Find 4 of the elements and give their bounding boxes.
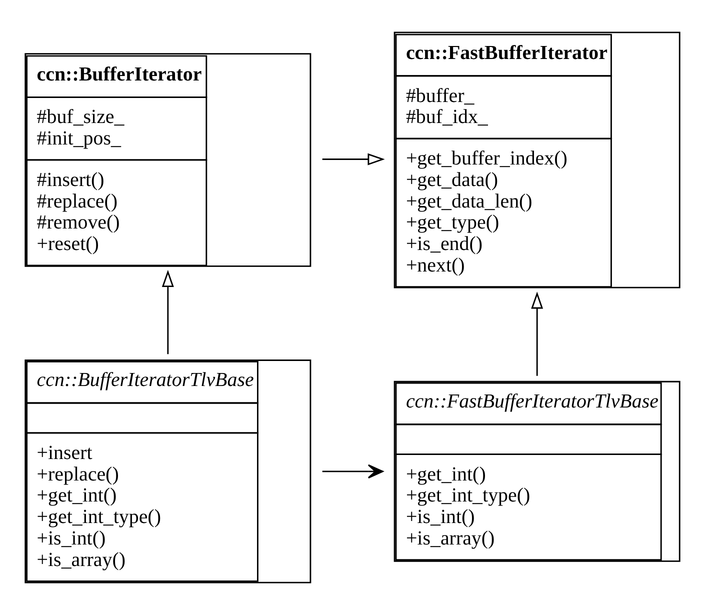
arrow — [162, 269, 174, 354]
arrow — [322, 152, 385, 165]
arrow — [531, 291, 544, 376]
arrow — [322, 464, 384, 478]
